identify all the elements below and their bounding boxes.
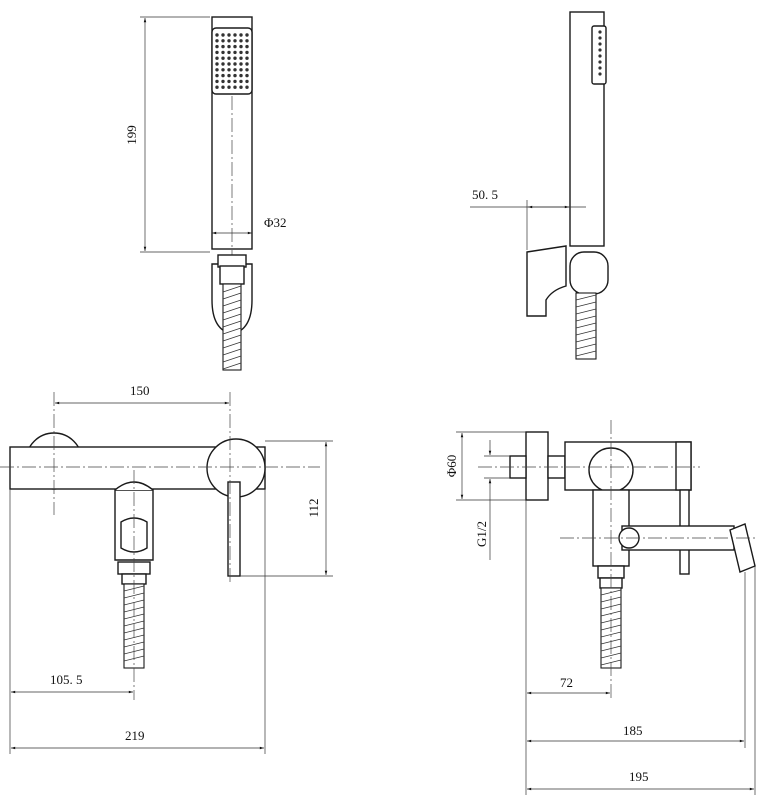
handshower-side-view: 50. 5 (470, 11, 609, 360)
dimension-72: 72 (560, 675, 573, 690)
mixer-side-view: Φ60 G1/2 72 185 195 (444, 420, 757, 795)
dimension-105-5: 105. 5 (50, 672, 83, 687)
dimension-50-5: 50. 5 (472, 187, 498, 202)
dimension-diameter-32: Φ32 (264, 215, 287, 230)
dimension-112: 112 (306, 498, 321, 517)
side-nozzle-row (598, 30, 602, 76)
mixer-front-view: 150 112 105. 5 219 (0, 383, 333, 754)
shower-nozzle-grid (215, 33, 249, 89)
dimension-185: 185 (623, 723, 643, 738)
hose-coil (222, 285, 242, 370)
dimension-diameter-60: Φ60 (444, 455, 459, 478)
dimension-195: 195 (629, 769, 649, 784)
dimension-219: 219 (125, 728, 145, 743)
dimension-thread-g1-2: G1/2 (474, 521, 489, 547)
dimension-150: 150 (130, 383, 150, 398)
dimension-199: 199 (124, 125, 139, 145)
handshower-front-view: 199 Φ32 (124, 16, 287, 371)
